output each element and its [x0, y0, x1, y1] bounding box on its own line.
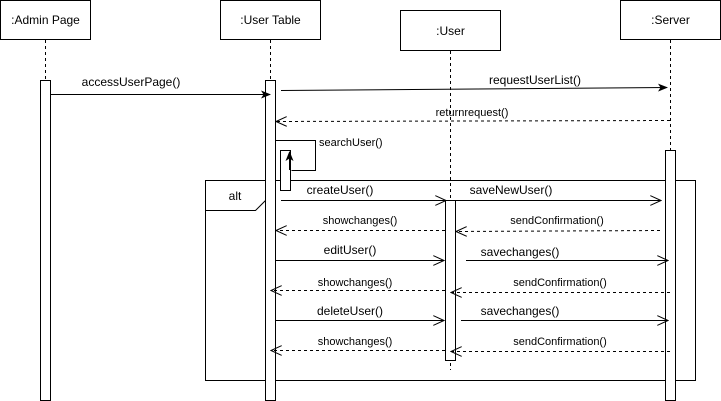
participant-server: :Server	[620, 0, 721, 40]
participant-user: :User	[400, 10, 501, 51]
message-label: searchUser()	[319, 137, 383, 149]
message-label: saveNewUser()	[470, 183, 553, 197]
message-label: sendConfirmation()	[510, 215, 604, 227]
participant-label: :Server	[651, 13, 690, 27]
activation-user	[445, 200, 456, 361]
arrow-return-request	[276, 121, 671, 122]
fragment-label: alt	[229, 189, 242, 203]
participant-box	[400, 10, 501, 51]
message-label: sendConfirmation()	[513, 277, 607, 289]
participant-admin-page: :Admin Page	[0, 0, 91, 40]
message-label: savechanges()	[481, 245, 560, 259]
arrow-request-user-list	[280, 83, 668, 92]
arrow-send-confirmation-1	[456, 231, 661, 232]
activation-server	[665, 150, 676, 401]
message-label: savechanges()	[481, 304, 560, 318]
message-label: showchanges()	[323, 215, 398, 227]
activation-user-table	[265, 80, 276, 401]
participant-label: :Admin Page	[11, 13, 80, 27]
activation-search-user	[280, 150, 291, 191]
activation-admin-page	[40, 80, 51, 401]
message-label: deleteUser()	[317, 304, 383, 318]
message-label: accessUserPage()	[82, 75, 181, 89]
participant-label: :User Table	[240, 13, 301, 27]
message-label: showchanges()	[318, 277, 393, 289]
participant-user-table: :User Table	[220, 0, 321, 40]
message-label: sendConfirmation()	[513, 336, 607, 348]
message-label: returnrequest()	[436, 107, 509, 119]
arrow-search-user-outer	[275, 140, 316, 171]
fragment-frame	[205, 180, 696, 381]
message-label: createUser()	[307, 183, 374, 197]
participant-box	[220, 0, 321, 40]
message-label: showchanges()	[318, 336, 393, 348]
message-label: editUser()	[324, 243, 377, 257]
participant-box	[0, 0, 91, 40]
participant-label: :User	[436, 24, 465, 38]
message-label: requestUserList()	[489, 73, 581, 87]
